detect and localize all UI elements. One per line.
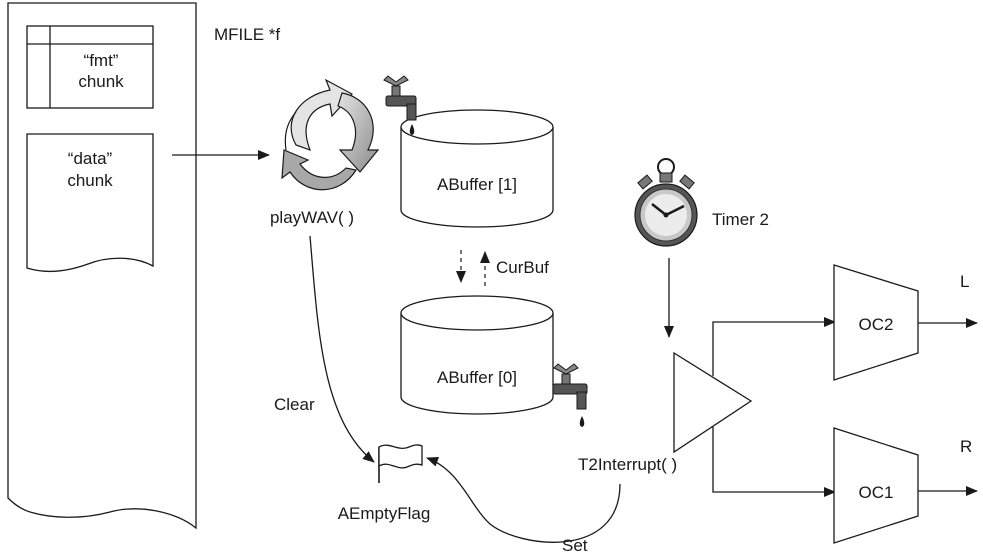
buffer-1-tank: ABuffer [1] [401,110,553,227]
interrupt-to-oc1-arrow [713,427,835,492]
clear-arrow [310,236,374,462]
curbuf-label: CurBuf [496,258,549,277]
file-title: MFILE *f [214,25,280,44]
cycle-icon [282,80,378,190]
file-document: MFILE *f “fmt” chunk “data” chunk [8,3,280,528]
fmt-chunk-label-1: “fmt” [84,51,119,70]
flag-label: AEmptyFlag [338,504,431,523]
flag-icon [379,445,422,483]
clear-label: Clear [274,395,315,414]
right-channel-label: R [960,437,972,456]
stopwatch-icon [635,159,697,246]
oc1-label: OC1 [859,483,894,502]
timer-label: Timer 2 [712,210,769,229]
fmt-chunk: “fmt” chunk [27,26,153,108]
faucet-1-icon [384,76,416,135]
curbuf-arrows [461,250,485,286]
interrupt-label: T2Interrupt( ) [578,455,677,474]
left-channel-label: L [960,272,969,291]
fmt-chunk-label-2: chunk [78,72,124,91]
buffer-0-tank: ABuffer [0] [401,296,553,414]
buffer-1-label: ABuffer [1] [437,175,517,194]
play-label: playWAV( ) [270,208,354,227]
set-label: Set [562,536,588,555]
faucet-0-icon [553,364,587,427]
data-chunk-label-2: chunk [67,171,113,190]
data-chunk: “data” chunk [27,134,153,271]
oc2-block: OC2 [834,265,918,380]
data-chunk-label-1: “data” [68,149,113,168]
buffer-0-label: ABuffer [0] [437,368,517,387]
interrupt-to-oc2-arrow [713,322,835,376]
oc2-label: OC2 [859,315,894,334]
oc1-block: OC1 [834,428,918,543]
